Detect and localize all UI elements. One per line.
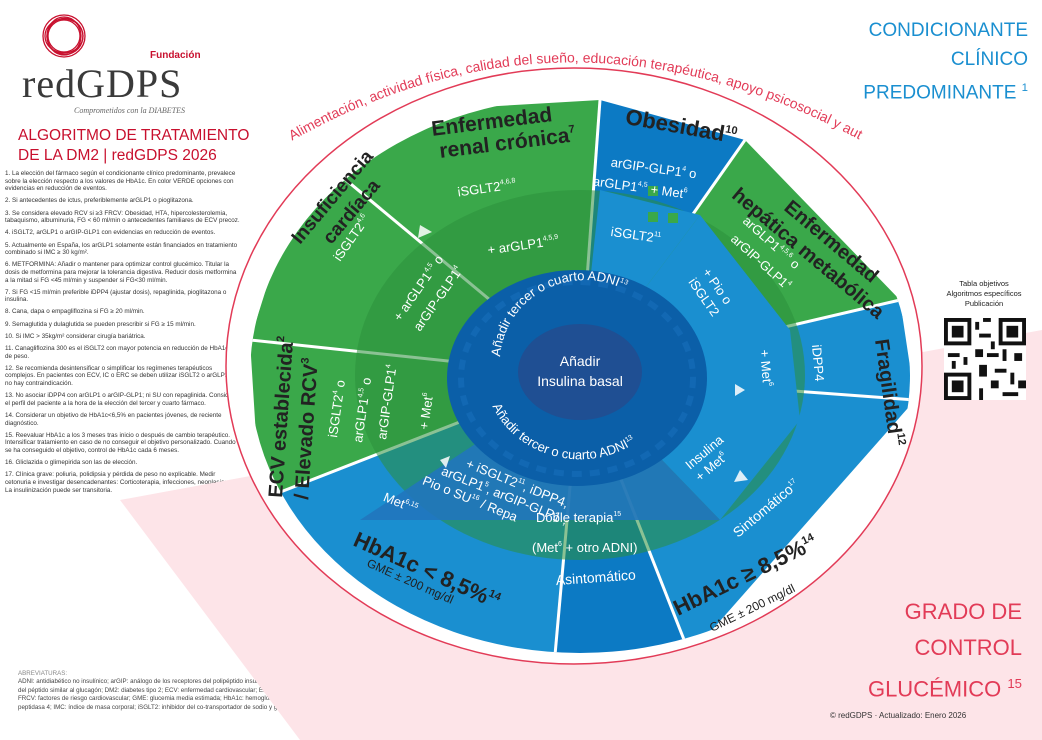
logo-fundacion: Fundación — [150, 50, 201, 61]
logo-tagline: Comprometidos con la DIABETES — [74, 106, 186, 115]
footnote: 7. Si FG <15 ml/min preferible iDPP4 (aj… — [5, 288, 227, 304]
footnote: 14. Considerar un objetivo de HbA1c<6,5%… — [5, 411, 222, 427]
footnote: 6. METFORMINA: Añadir o mantener para op… — [5, 261, 237, 284]
footnote: 5. Actualmente en España, los arGLP1 sol… — [5, 241, 238, 257]
footnote: 11. Canagliflozina 300 es el iSGLT2 con … — [5, 345, 234, 360]
footnote: 13. No asociar iDPP4 con arGLP1 o arGIP-… — [5, 392, 240, 407]
ecv-outer-drug-1: iSGLT24 o — [325, 379, 348, 438]
ecv-outer-drug-2: arGLP14,5 o — [350, 377, 374, 444]
green-marker — [668, 213, 678, 223]
green-marker — [648, 186, 658, 196]
center-line-1: Añadir — [560, 353, 601, 369]
logo-rings-icon — [42, 14, 86, 58]
arrow-icon — [440, 456, 450, 468]
condicionante-heading: CONDICIONANTE CLÍNICO PREDOMINANTE 1 — [788, 16, 1028, 107]
footnote: 3. Se considera elevado RCV si ≥3 FRCV: … — [5, 209, 240, 225]
algorithm-title-line1: ALGORITMO DE TRATAMIENTO — [18, 127, 250, 144]
condicionante-line3: PREDOMINANTE 1 — [863, 82, 1028, 104]
obesidad-inner-drug: iSGLT211 — [610, 224, 662, 246]
condicionante-line1: CONDICIONANTE — [868, 20, 1028, 41]
algorithm-title-line2: DE LA DM2 | redGDPS 2026 — [18, 147, 217, 164]
asintomatico-drug-2: (Met6 + otro ADNI) — [532, 540, 637, 555]
footnote: 15. Reevaluar HbA1c a los 3 meses tras i… — [5, 431, 236, 454]
footnote: 16. Gliclazida o glimepirida son las de … — [5, 459, 138, 467]
qr-caption: Tabla objetivos Algoritmos específicos P… — [934, 279, 1034, 309]
green-marker — [648, 212, 658, 222]
qr-caption-line: Publicación — [964, 299, 1004, 308]
abbreviations-heading: ABREVIATURAS: — [18, 670, 68, 677]
algorithm-title: ALGORITMO DE TRATAMIENTO DE LA DM2 | red… — [18, 126, 258, 166]
footnote: 9. Semaglutida y dulaglutida se pueden p… — [5, 320, 196, 328]
grado-line2: CONTROL — [914, 635, 1022, 660]
grado-heading: GRADO DE CONTROL GLUCÉMICO 15 — [762, 594, 1022, 707]
asintomatico-drug-1: Doble terapia15 — [536, 510, 621, 525]
footnote: 4. iSGLT2, arGLP1 o arGIP-GLP1 con evide… — [5, 229, 216, 237]
qr-caption-line: Algoritmos específicos — [946, 289, 1022, 298]
logo-name: redGDPS — [22, 61, 183, 106]
qr-caption-line: Tabla objetivos — [959, 279, 1009, 288]
obesidad-outer-drug-2: arGLP14,5 + Met6 — [592, 173, 688, 201]
erc-outer-drug: iSGLT24,6,8 — [457, 176, 517, 199]
footnote: 8. Cana, dapa o empagliflozina si FG ≥ 2… — [5, 308, 145, 316]
footnote: 17. Clínica grave: poliuria, polidipsia … — [5, 471, 234, 494]
grado-line3: GLUCÉMICO 15 — [867, 676, 1022, 702]
arrow-icon — [418, 225, 432, 238]
redgdps-logo: Fundación redGDPS Comprometidos con la D… — [18, 10, 218, 120]
abbreviations-line: ADNI: antidiabético no insulínico; arGIP… — [18, 678, 384, 686]
grado-line1: GRADO DE — [904, 599, 1022, 624]
arrow-icon — [735, 384, 745, 396]
fragilidad-inner-drug: + Met6 — [757, 349, 775, 387]
footnote: 1. La elección del fármaco según el cond… — [5, 170, 236, 193]
footnote: 12. Se recomienda desintensificar o simp… — [5, 364, 237, 387]
fragilidad-outer-drug: iDPP4 — [809, 344, 827, 382]
abbreviations-line: del péptido similar al glucagón; DM2: di… — [18, 686, 413, 694]
footnote: 10. Si IMC > 35kg/m² considerar cirugía … — [5, 332, 146, 340]
qr-code-icon[interactable] — [944, 318, 1026, 400]
footnote: 2. Si antecedentes de ictus, preferiblem… — [5, 197, 194, 205]
arrow-icon — [734, 470, 748, 482]
center-hub — [518, 324, 642, 420]
center-line-2: Insulina basal — [537, 373, 623, 389]
footnotes-list: 1. La elección del fármaco según el cond… — [5, 170, 241, 499]
copyright: © redGDPS · Actualizado: Enero 2026 — [830, 711, 967, 720]
condicionante-line2: CLÍNICO — [950, 49, 1028, 70]
asintomatico-label: Asintomático — [555, 566, 636, 588]
ecv-inner-drug: + Met6 — [416, 392, 436, 431]
